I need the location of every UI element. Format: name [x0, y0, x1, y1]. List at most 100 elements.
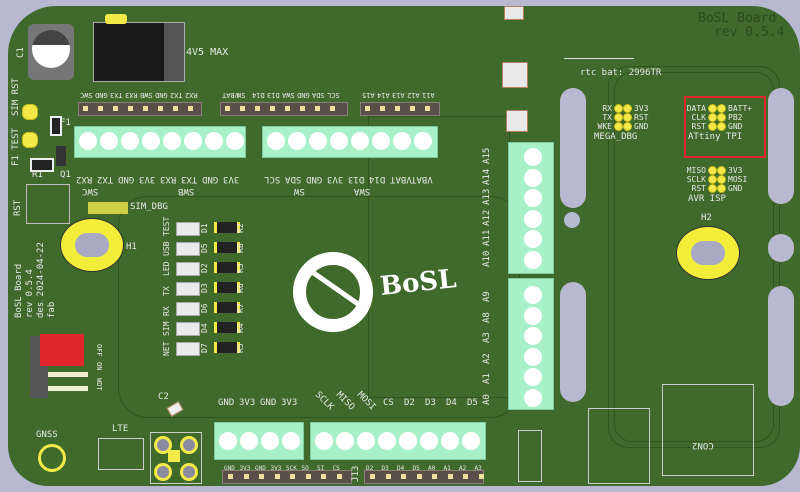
- mega_dbg-pin[interactable]: [614, 104, 623, 113]
- terminal-screw[interactable]: [420, 432, 438, 450]
- header-pin[interactable]: [225, 106, 230, 111]
- terminal-screw[interactable]: [524, 368, 542, 386]
- header-pin[interactable]: [113, 106, 118, 111]
- terminal-screw[interactable]: [121, 132, 139, 150]
- terminal-screw[interactable]: [288, 132, 306, 150]
- avr_isp-pin[interactable]: [708, 184, 717, 193]
- header-pin[interactable]: [336, 474, 342, 479]
- avr_isp-pin-label: MISO: [686, 166, 706, 175]
- mega_dbg-pin[interactable]: [623, 104, 632, 113]
- header-pin[interactable]: [401, 474, 406, 479]
- header-pin[interactable]: [305, 474, 311, 479]
- header-pin[interactable]: [447, 474, 453, 479]
- terminal-screw[interactable]: [399, 432, 417, 450]
- attiny_tpi-pin[interactable]: [717, 104, 726, 113]
- header-pin[interactable]: [463, 474, 468, 479]
- terminal-screw[interactable]: [441, 432, 459, 450]
- header-pin[interactable]: [380, 106, 385, 111]
- terminal-screw[interactable]: [336, 432, 354, 450]
- switch-slider[interactable]: [40, 334, 84, 366]
- terminal-screw[interactable]: [524, 168, 542, 187]
- header-pin[interactable]: [478, 474, 484, 479]
- terminal-screw[interactable]: [524, 230, 542, 248]
- terminal-screw[interactable]: [357, 432, 375, 450]
- terminal-screw[interactable]: [163, 132, 181, 150]
- terminal-screw[interactable]: [372, 132, 390, 150]
- terminal-screw[interactable]: [524, 388, 542, 407]
- attiny_tpi-pin[interactable]: [717, 122, 726, 131]
- attiny_tpi-pin[interactable]: [708, 122, 717, 131]
- header-pin[interactable]: [228, 474, 233, 479]
- header-pin[interactable]: [321, 474, 326, 479]
- header-pin[interactable]: [188, 106, 193, 111]
- header-pin[interactable]: [173, 106, 178, 111]
- header-pin[interactable]: [365, 106, 370, 111]
- header-pin[interactable]: [330, 106, 335, 111]
- reset-button[interactable]: [26, 184, 70, 224]
- terminal-screw[interactable]: [184, 132, 202, 150]
- terminal-screw[interactable]: [205, 132, 223, 150]
- attiny_tpi-pin[interactable]: [708, 113, 717, 122]
- attiny_tpi-pin[interactable]: [708, 104, 717, 113]
- terminal-screw[interactable]: [219, 432, 237, 450]
- avr_isp-pin[interactable]: [717, 166, 726, 175]
- attiny_tpi-pin[interactable]: [717, 113, 726, 122]
- terminal-screw[interactable]: [261, 432, 279, 450]
- header-pin[interactable]: [128, 106, 133, 111]
- header-pin[interactable]: [240, 106, 245, 111]
- header-pin[interactable]: [395, 106, 400, 111]
- header-pin[interactable]: [158, 106, 163, 111]
- header-pin[interactable]: [98, 106, 103, 111]
- mega_dbg-pin[interactable]: [614, 122, 623, 131]
- terminal-screw[interactable]: [267, 132, 285, 150]
- header-pin[interactable]: [416, 474, 422, 479]
- terminal-screw[interactable]: [524, 250, 542, 269]
- terminal-screw[interactable]: [524, 327, 542, 345]
- mega_dbg-pin[interactable]: [623, 122, 632, 131]
- terminal-screw[interactable]: [282, 432, 300, 450]
- avr_isp-pin[interactable]: [717, 184, 726, 193]
- terminal-screw[interactable]: [414, 132, 432, 150]
- avr_isp-pin[interactable]: [717, 175, 726, 184]
- terminal-screw[interactable]: [240, 432, 258, 450]
- header-pin[interactable]: [290, 474, 295, 479]
- terminal-screw[interactable]: [393, 132, 411, 150]
- header-pin[interactable]: [370, 474, 375, 479]
- header-pin[interactable]: [425, 106, 430, 111]
- terminal-screw[interactable]: [462, 432, 480, 450]
- header-pin[interactable]: [300, 106, 305, 111]
- terminal-screw[interactable]: [524, 286, 542, 304]
- header-pin[interactable]: [274, 474, 280, 479]
- terminal-screw[interactable]: [524, 189, 542, 207]
- mega_dbg-pin[interactable]: [623, 113, 632, 122]
- terminal-screw[interactable]: [330, 132, 348, 150]
- header-pin[interactable]: [432, 474, 437, 479]
- terminal-screw[interactable]: [524, 209, 542, 228]
- sim-rst-jumper[interactable]: [22, 104, 38, 120]
- terminal-screw[interactable]: [378, 432, 396, 450]
- header-pin[interactable]: [385, 474, 391, 479]
- header-pin[interactable]: [410, 106, 415, 111]
- f1-test-jumper[interactable]: [22, 132, 38, 148]
- terminal-screw[interactable]: [524, 148, 542, 166]
- terminal-screw[interactable]: [351, 132, 369, 150]
- mega_dbg-pin[interactable]: [614, 113, 623, 122]
- terminal-screw[interactable]: [315, 432, 333, 450]
- header-pin[interactable]: [255, 106, 260, 111]
- avr_isp-pin[interactable]: [708, 166, 717, 175]
- terminal-screw[interactable]: [100, 132, 118, 150]
- header-pin[interactable]: [143, 106, 148, 111]
- header-pin[interactable]: [83, 106, 88, 111]
- header-pin[interactable]: [243, 474, 249, 479]
- terminal-screw[interactable]: [524, 347, 542, 366]
- terminal-screw[interactable]: [524, 306, 542, 325]
- terminal-screw[interactable]: [309, 132, 327, 150]
- header-pin[interactable]: [270, 106, 275, 111]
- terminal-screw[interactable]: [79, 132, 97, 150]
- header-pin[interactable]: [259, 474, 264, 479]
- terminal-screw[interactable]: [226, 132, 244, 150]
- header-pin[interactable]: [315, 106, 320, 111]
- terminal-screw[interactable]: [142, 132, 160, 150]
- avr_isp-pin[interactable]: [708, 175, 717, 184]
- header-pin[interactable]: [285, 106, 290, 111]
